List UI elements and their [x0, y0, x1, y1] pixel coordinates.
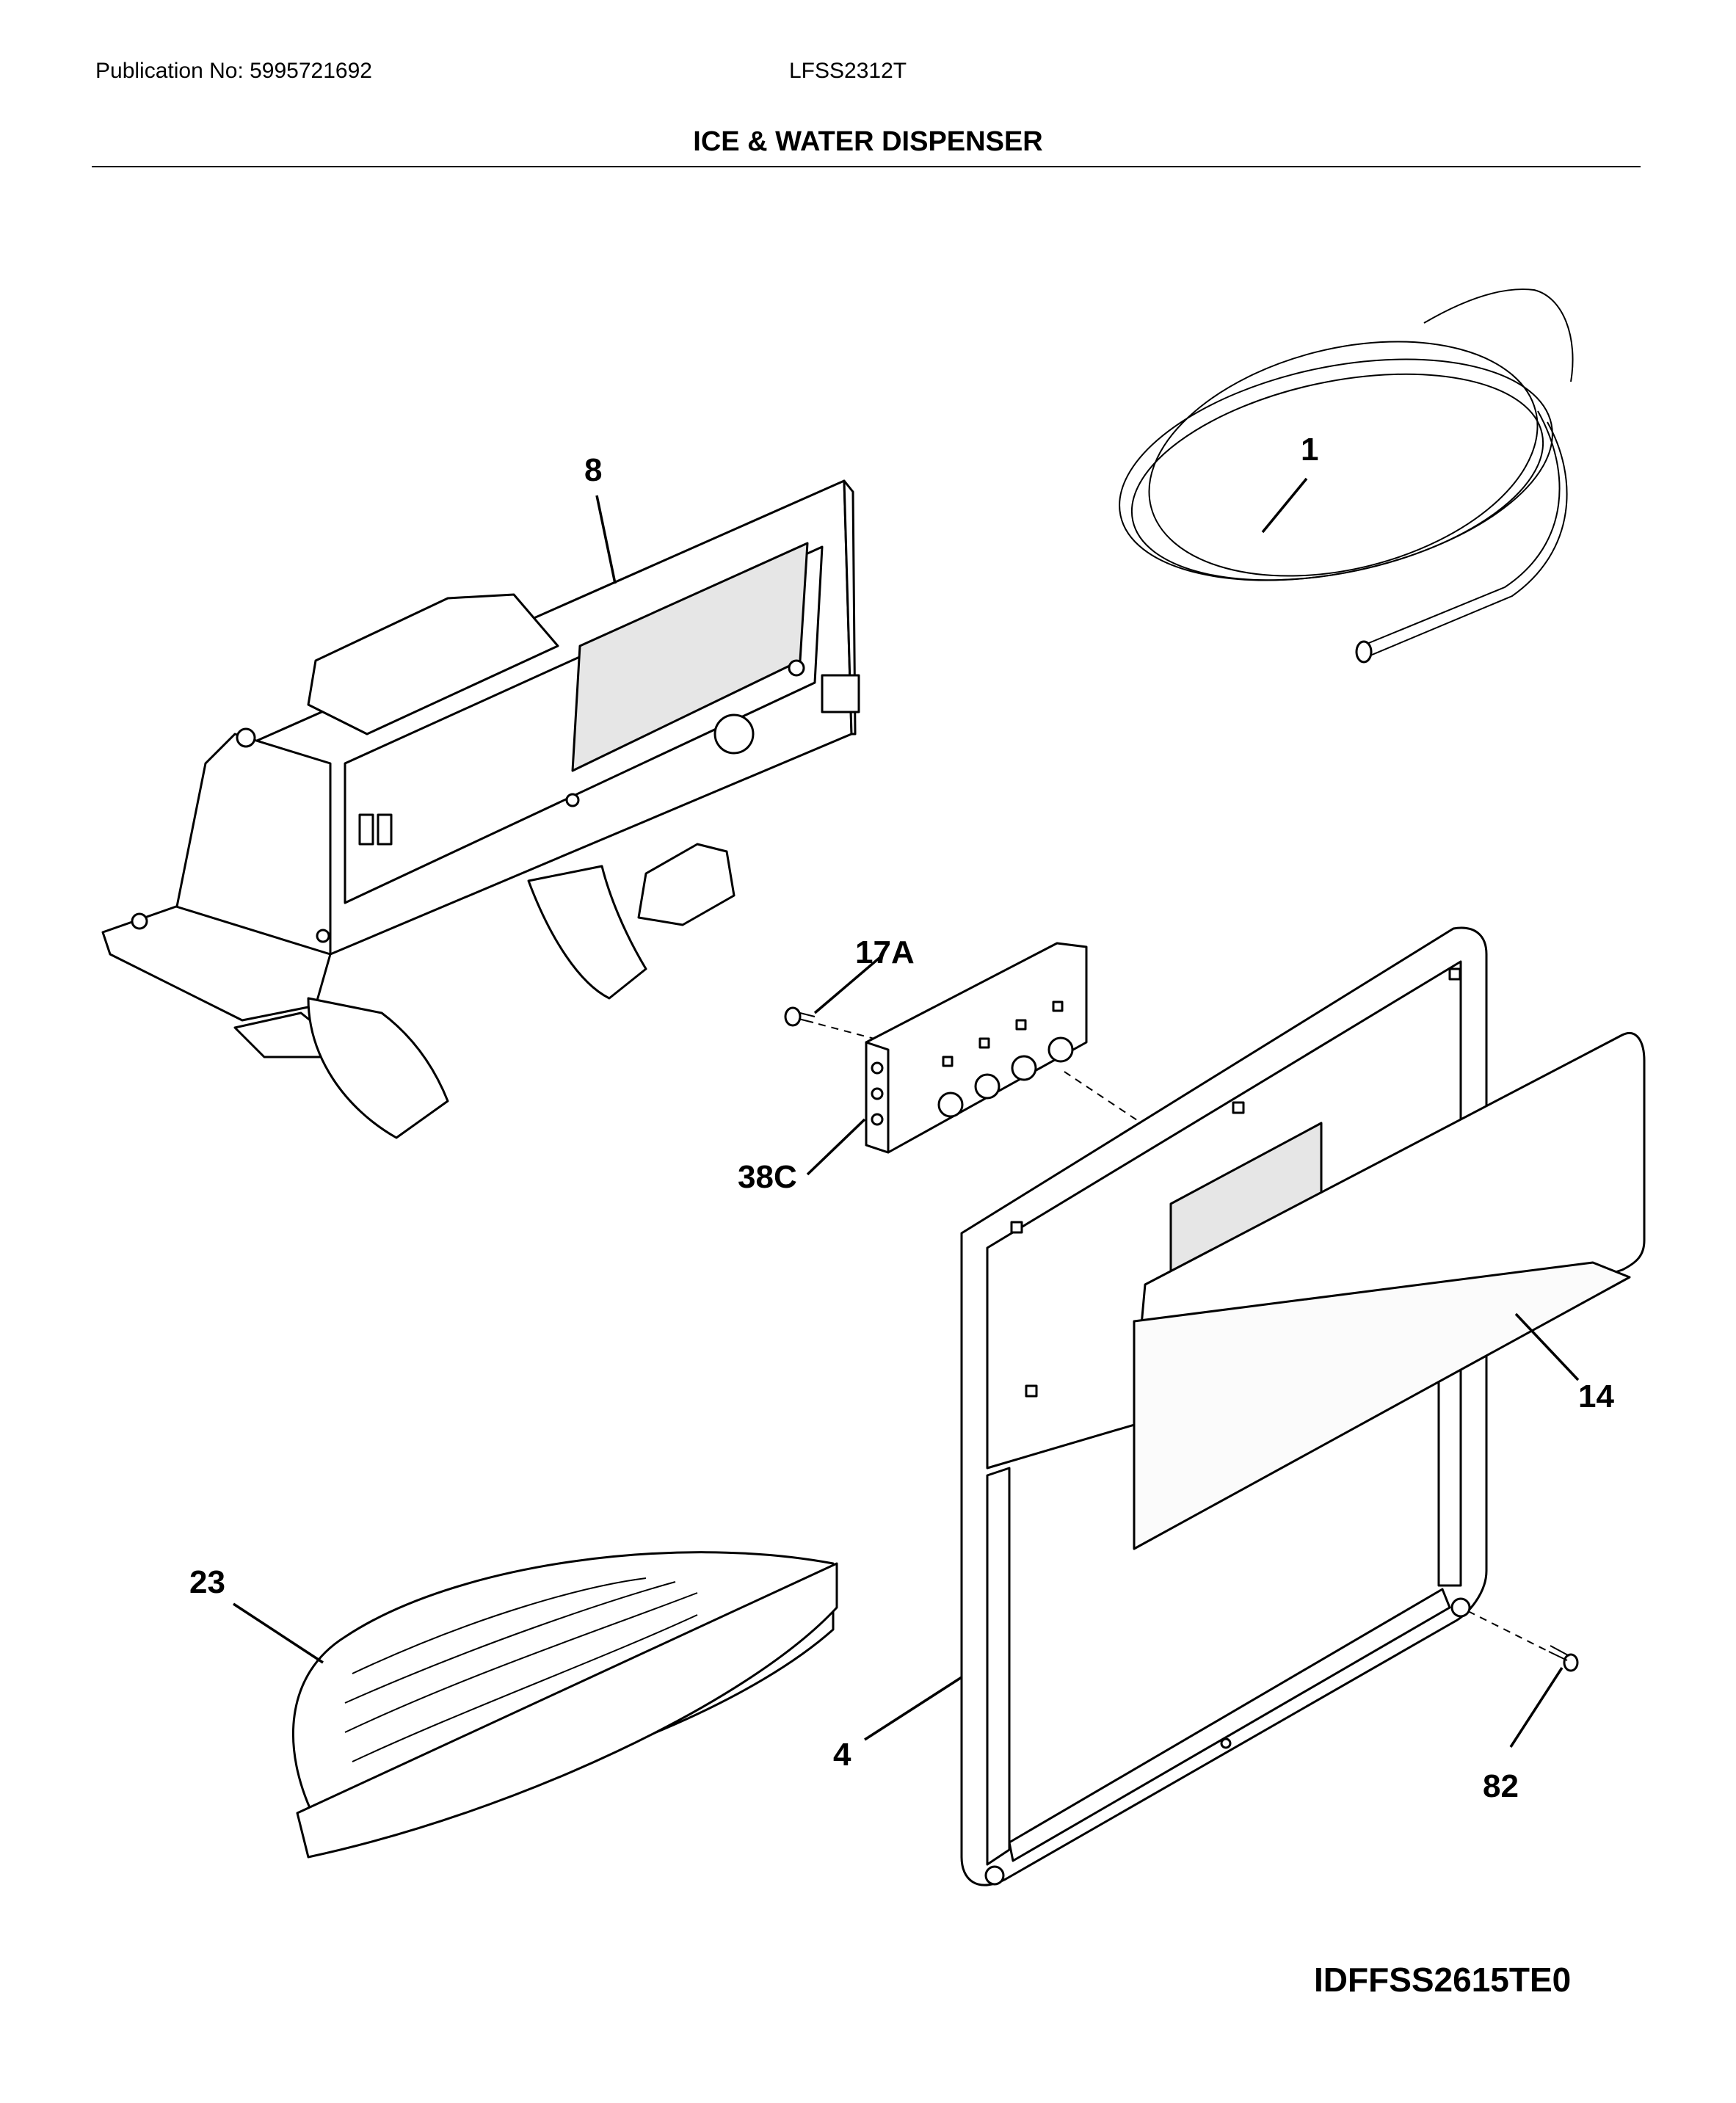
callout-4: 4	[833, 1737, 851, 1773]
callout-82: 82	[1483, 1768, 1519, 1804]
model-number: LFSS2312T	[789, 59, 907, 83]
leader-4	[864, 1676, 962, 1741]
callout-38c: 38C	[738, 1159, 797, 1195]
part-82-alignment-line	[1467, 1610, 1550, 1652]
leader-38c	[806, 1118, 866, 1176]
section-title: ICE & WATER DISPENSER	[693, 126, 1043, 157]
part-82-screw	[1548, 1645, 1579, 1672]
leader-23	[233, 1602, 324, 1664]
part-23-drip-tray	[291, 1551, 838, 1859]
header-rule	[92, 166, 1641, 167]
callout-14: 14	[1578, 1379, 1614, 1414]
callout-23: 23	[189, 1564, 225, 1600]
publication-number: Publication No: 5995721692	[95, 59, 372, 83]
part-17a-screw	[784, 1006, 816, 1027]
callout-1: 1	[1301, 432, 1318, 468]
leader-1	[1261, 477, 1308, 534]
leader-8	[595, 495, 617, 584]
leader-14	[1514, 1312, 1580, 1381]
part-14-overlay-panel	[1133, 1032, 1646, 1550]
leader-82	[1509, 1667, 1564, 1748]
callout-8: 8	[584, 452, 602, 488]
leader-17a	[813, 956, 881, 1014]
part-38c-control-module	[865, 942, 1088, 1154]
drawing-code: IDFFSS2615TE0	[1314, 1961, 1572, 1999]
part-1-water-tubing	[1119, 288, 1574, 664]
part-8-dispenser-housing	[101, 479, 860, 1139]
callout-17a: 17A	[855, 934, 915, 970]
